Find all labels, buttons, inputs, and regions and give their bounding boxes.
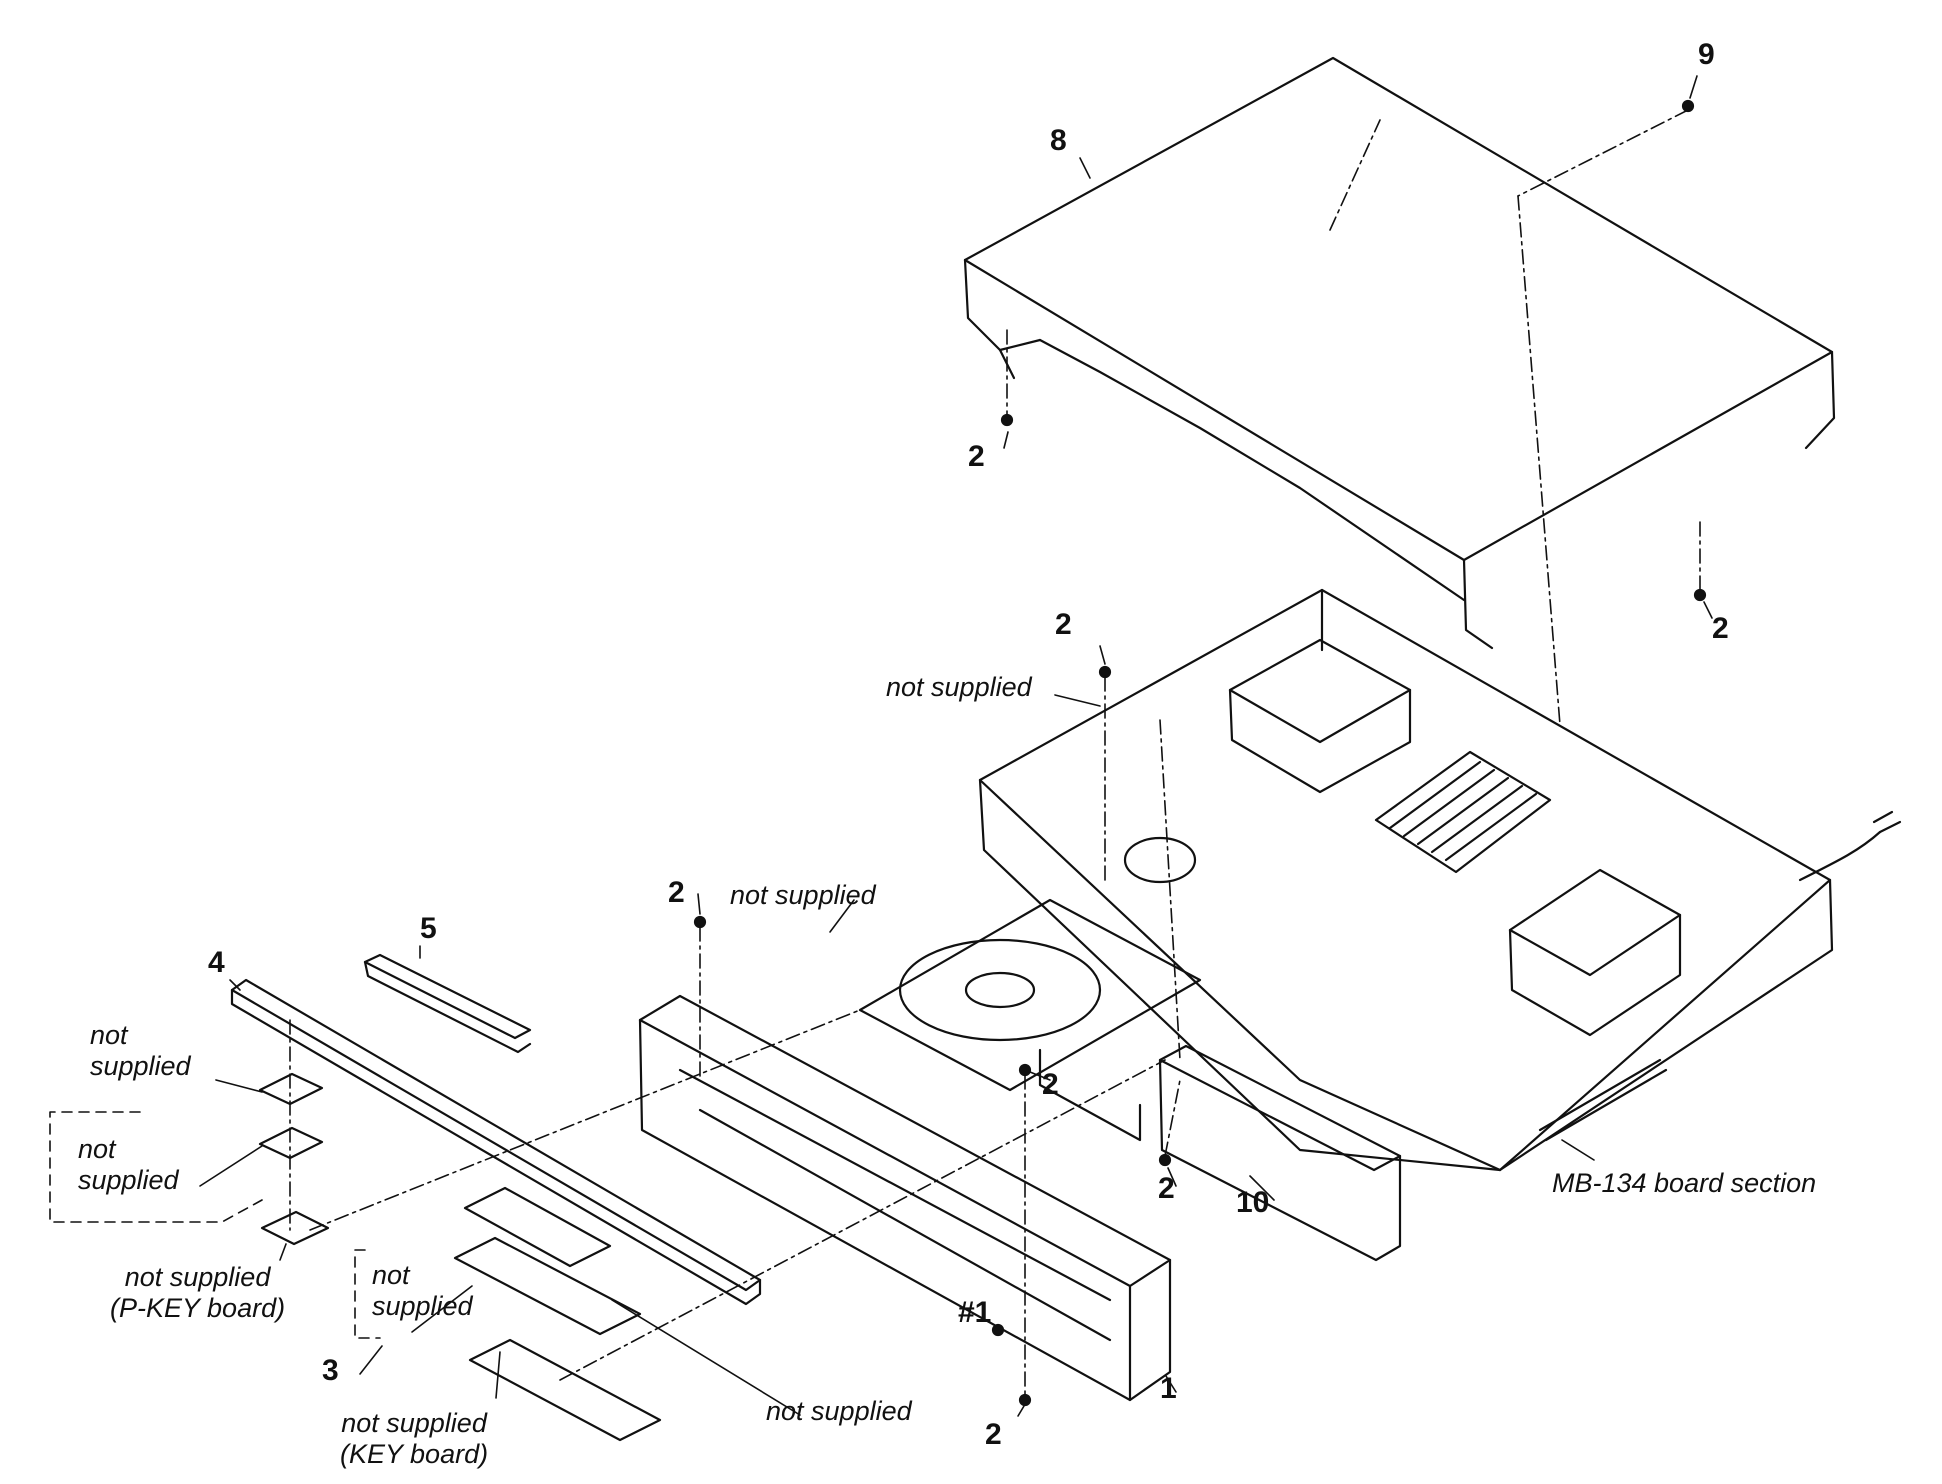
callout-10: 10 [1236, 1186, 1270, 1219]
note-key-board: not supplied (KEY board) [340, 1408, 488, 1470]
callout-2-chassis: 2 [1055, 608, 1072, 641]
note-not-supplied-bottom: not supplied [766, 1396, 912, 1426]
note-p-key-board: not supplied (P-KEY board) [110, 1262, 285, 1324]
screws [693, 99, 1707, 1407]
note-not-supplied-top: not supplied [886, 672, 1032, 702]
disc-drive-tray [858, 836, 1202, 1142]
top-cover-part-8 [963, 56, 1836, 650]
note-line: not supplied [124, 1262, 271, 1292]
leader-lines [199, 75, 1713, 1417]
note-line: not [90, 1020, 128, 1050]
note-not-supplied-mid: not supplied [730, 880, 876, 910]
callout-4: 4 [208, 946, 225, 979]
callout-2-bottom: 2 [985, 1418, 1002, 1451]
rear-panel-part-10 [1158, 1044, 1402, 1262]
grouping-boxes [49, 1111, 381, 1339]
callout-8: 8 [1050, 124, 1067, 157]
callout-5: 5 [420, 912, 437, 945]
note-not-supplied-left1: not supplied [90, 1020, 191, 1082]
callout-2-cover-right: 2 [1712, 612, 1729, 645]
note-line: supplied [372, 1291, 473, 1322]
window-part-5 [363, 953, 532, 1054]
callout-2-front-top: 2 [668, 876, 685, 909]
note-line: (P-KEY board) [110, 1293, 286, 1324]
note-not-supplied-left2: not supplied [78, 1134, 179, 1196]
callout-hash-1: #1 [958, 1296, 992, 1329]
callout-2-front-right: 2 [1042, 1068, 1059, 1101]
note-line: supplied [90, 1051, 191, 1082]
assembly-guide-lines [289, 109, 1701, 1396]
note-not-supplied-3: not supplied [372, 1260, 473, 1322]
callout-2-rear: 2 [1158, 1172, 1175, 1205]
callout-1: 1 [1160, 1372, 1177, 1405]
callout-3: 3 [322, 1354, 339, 1387]
front-panel-part-1 [638, 994, 1172, 1402]
note-line: supplied [78, 1165, 179, 1196]
note-line: not [78, 1134, 116, 1164]
callout-9: 9 [1698, 38, 1715, 71]
main-chassis [978, 588, 1902, 1172]
bar-part-4 [230, 978, 762, 1306]
callout-2-cover-left: 2 [968, 440, 985, 473]
note-line: not [372, 1260, 410, 1290]
key-boards [258, 1072, 662, 1442]
note-line: not supplied [341, 1408, 487, 1438]
note-line: (KEY board) [340, 1439, 489, 1470]
note-mb-134-board-section: MB-134 board section [1552, 1168, 1817, 1198]
